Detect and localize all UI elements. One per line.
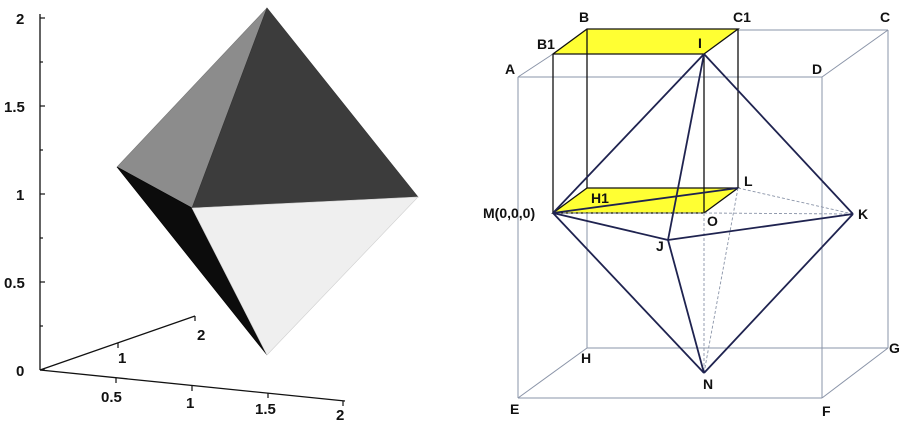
octahedron-edges (552, 53, 854, 374)
label-h: H (581, 350, 591, 366)
x-axis (39, 369, 346, 402)
x-tick-label: 1 (186, 395, 194, 412)
label-m: M(0,0,0) (483, 205, 535, 221)
label-j: J (656, 238, 664, 254)
label-k: K (858, 206, 868, 222)
label-i: I (698, 35, 702, 51)
label-f: F (822, 403, 831, 419)
cube-edges (517, 29, 889, 399)
x-tick-label: 2 (336, 407, 344, 423)
cube-diagram: B C1 C B1 I A D L H1 M(0,0,0) O K J H G … (483, 9, 900, 419)
z-tick-label: 1.5 (4, 99, 25, 116)
label-c1: C1 (733, 9, 751, 25)
prism-edges (552, 29, 739, 213)
x-tick-label: 0.5 (101, 389, 122, 406)
label-d: D (812, 61, 822, 77)
x-tick-label: 1.5 (255, 401, 276, 418)
octahedron-face-lower-right (191, 196, 419, 356)
z-tick-label: 0.5 (4, 275, 25, 292)
label-l: L (744, 173, 753, 189)
label-e: E (510, 401, 519, 417)
label-b1: B1 (537, 36, 555, 52)
z-tick-label: 0 (16, 363, 24, 380)
label-o: O (707, 213, 718, 229)
label-c: C (880, 9, 890, 25)
top-highlight-rectangle (551, 28, 740, 55)
label-a: A (505, 61, 515, 77)
label-g: G (889, 340, 900, 356)
z-tick-label: 2 (16, 11, 24, 28)
octahedron-plot: 0 0.5 1 1.5 2 0.5 1 1.5 2 1 2 (4, 7, 419, 423)
hidden-edges (553, 187, 854, 374)
label-b: B (579, 9, 589, 25)
z-tick-label: 1 (16, 187, 24, 204)
y-tick-label: 1 (118, 350, 126, 367)
label-h1: H1 (591, 190, 609, 206)
y-tick-label: 2 (197, 327, 205, 344)
label-n: N (703, 376, 713, 392)
